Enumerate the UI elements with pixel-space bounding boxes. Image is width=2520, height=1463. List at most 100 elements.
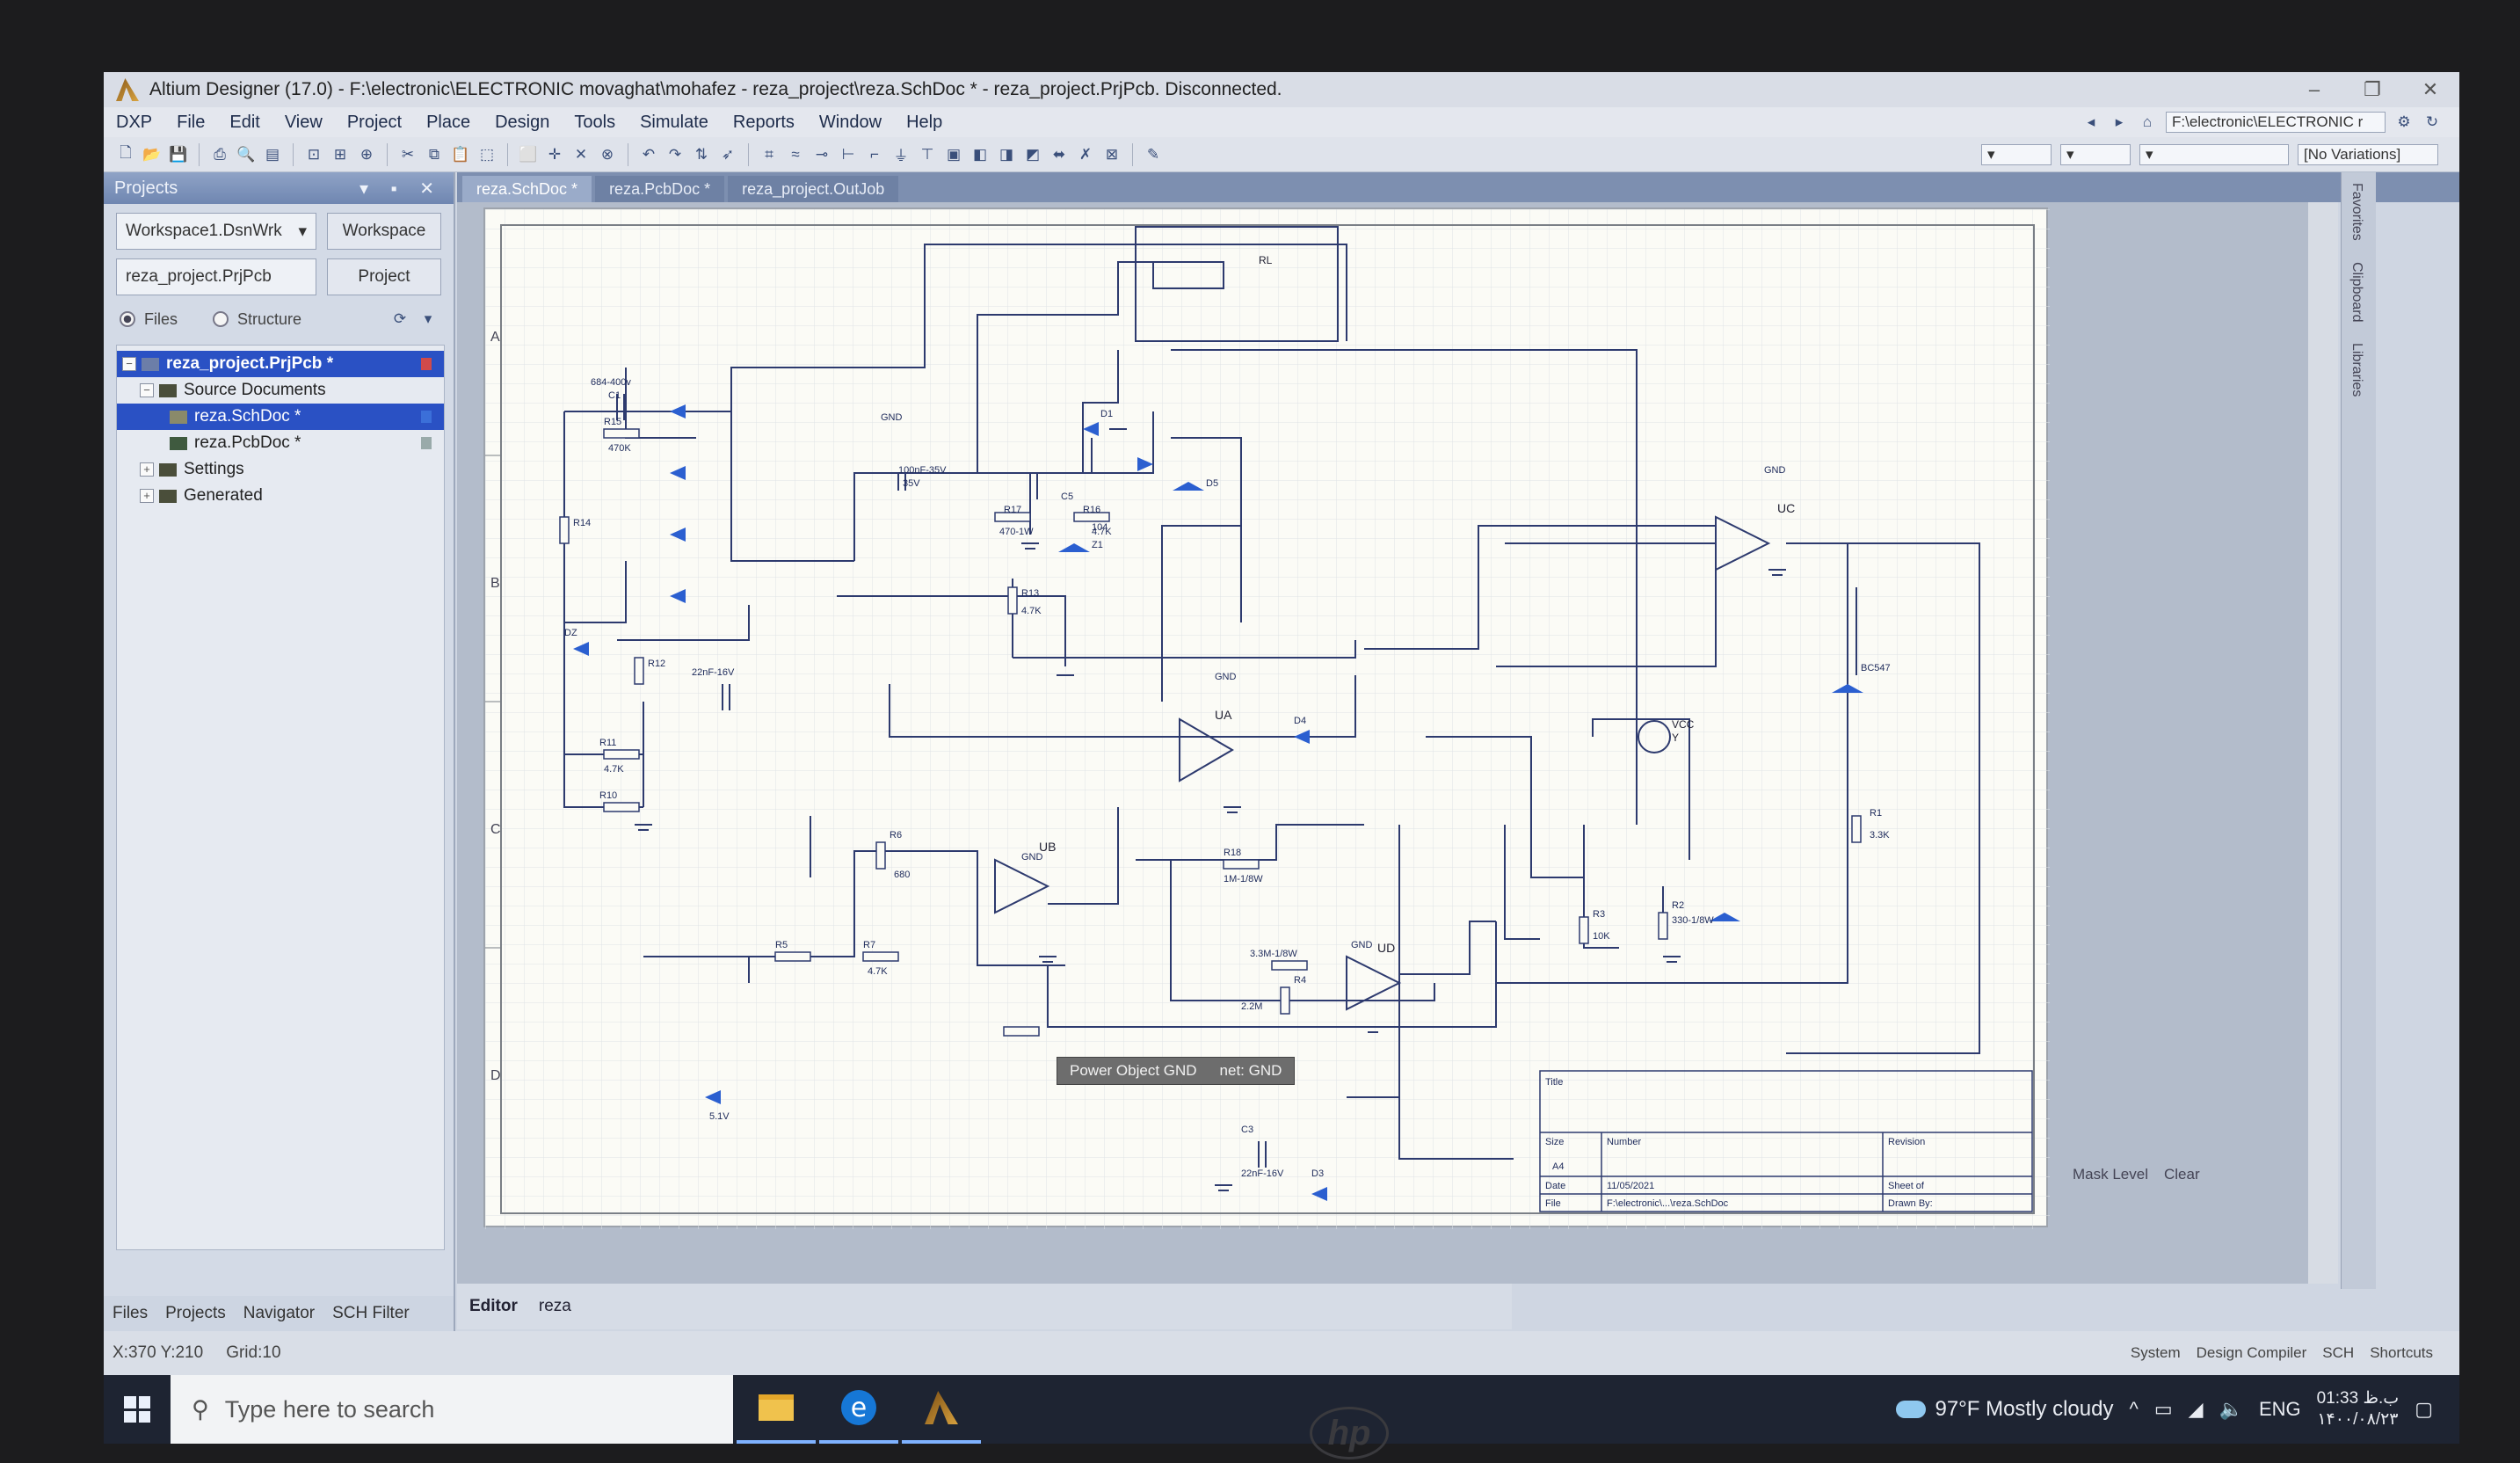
menu-project[interactable]: Project <box>346 112 403 132</box>
undo-icon[interactable]: ↶ <box>642 145 656 163</box>
folder-icon[interactable]: ▤ <box>265 145 280 163</box>
sheet-entry-icon[interactable]: ◨ <box>999 145 1014 163</box>
print-icon[interactable]: ⎙ <box>214 145 226 163</box>
menu-help[interactable]: Help <box>906 112 943 132</box>
close-button[interactable]: ✕ <box>2422 78 2439 100</box>
tree-item-generated[interactable]: + Generated <box>117 483 444 509</box>
structure-radio[interactable] <box>213 311 229 327</box>
tab-reza[interactable]: reza <box>538 1297 571 1315</box>
port-icon[interactable]: ⬌ <box>1052 145 1066 163</box>
workspace-combo[interactable]: Workspace1.DsnWrk ▾ <box>116 213 316 250</box>
vertical-scrollbar[interactable] <box>2308 202 2338 1284</box>
menu-window[interactable]: Window <box>818 112 882 132</box>
minimize-button[interactable]: – <box>2308 78 2320 100</box>
zoom-selected-icon[interactable]: ⊕ <box>359 145 374 163</box>
workspace-button[interactable]: Workspace <box>327 213 441 250</box>
tab-reza-schdoc[interactable]: reza.SchDoc * <box>462 176 592 202</box>
gear-icon[interactable]: ⚙ <box>2397 113 2411 130</box>
tree-item-sch-doc[interactable]: reza.SchDoc * <box>117 404 444 430</box>
hierarchy-icon[interactable]: ⇅ <box>694 145 708 163</box>
redo-icon[interactable]: ↷ <box>668 145 682 163</box>
forward-icon[interactable]: ▸ <box>2115 113 2124 130</box>
rubber-stamp-icon[interactable]: ⬚ <box>479 145 495 163</box>
weather-widget[interactable]: 97°F Mostly cloudy <box>1896 1397 2113 1422</box>
variations-combo[interactable]: [No Variations] <box>2298 143 2438 165</box>
tab-reza-outjob[interactable]: reza_project.OutJob <box>728 176 899 202</box>
tab-files[interactable]: Files <box>113 1304 149 1322</box>
back-icon[interactable]: ◂ <box>2087 113 2095 130</box>
menu-edit[interactable]: Edit <box>229 112 260 132</box>
menu-file[interactable]: File <box>177 112 206 132</box>
copy-icon[interactable]: ⧉ <box>428 145 440 163</box>
no-erc-icon[interactable]: ✗ <box>1078 145 1093 163</box>
altium-taskbar-icon[interactable] <box>902 1375 981 1444</box>
file-explorer-icon[interactable] <box>737 1375 816 1444</box>
open-folder-icon[interactable]: 📂 <box>142 145 162 163</box>
menu-reports[interactable]: Reports <box>732 112 795 132</box>
select-area-icon[interactable]: ⬜ <box>519 145 538 163</box>
print-preview-icon[interactable]: 🔍 <box>236 145 256 163</box>
menu-simulate[interactable]: Simulate <box>640 112 708 132</box>
schematic-canvas[interactable]: A B C D <box>457 202 2338 1284</box>
volume-icon[interactable]: 🔈 <box>2219 1398 2243 1420</box>
collapse-icon[interactable]: − <box>122 357 136 371</box>
refresh-icon[interactable]: ⟳ <box>393 310 407 327</box>
system-button[interactable]: System <box>2130 1344 2181 1361</box>
deselect-icon[interactable]: ✕ <box>574 145 588 163</box>
zoom-fit-icon[interactable]: ⊡ <box>307 145 321 163</box>
menu-dxp[interactable]: DXP <box>116 112 153 132</box>
cross-probe-icon[interactable]: ➶ <box>721 145 735 163</box>
edge-browser-icon[interactable]: e <box>819 1375 898 1444</box>
combo-c[interactable]: ▾ <box>2139 143 2289 165</box>
save-icon[interactable]: 💾 <box>169 145 188 163</box>
project-button[interactable]: Project <box>327 258 441 295</box>
chevron-up-icon[interactable]: ^ <box>2129 1398 2139 1420</box>
cut-icon[interactable]: ✂ <box>401 145 415 163</box>
tree-item-pcb-doc[interactable]: reza.PcbDoc * <box>117 430 444 456</box>
directive-icon[interactable]: ⊠ <box>1105 145 1119 163</box>
menu-place[interactable]: Place <box>426 112 471 132</box>
clock[interactable]: 01:33 ب.ظ ۱۴۰۰/۰۸/۲۳ <box>2317 1388 2400 1430</box>
gnd-port-icon[interactable]: ⏚ <box>893 148 909 164</box>
component-icon[interactable]: ▣ <box>946 145 962 163</box>
device-sheet-icon[interactable]: ◩ <box>1025 145 1041 163</box>
tab-reza-pcbdoc[interactable]: reza.PcbDoc * <box>595 176 725 202</box>
pencil-icon[interactable]: ✎ <box>1146 145 1160 163</box>
path-combo[interactable]: F:\electronic\ELECTRONIC r <box>2166 112 2386 133</box>
menu-view[interactable]: View <box>284 112 323 132</box>
tab-projects[interactable]: Projects <box>165 1304 226 1322</box>
language-indicator[interactable]: ENG <box>2258 1398 2301 1420</box>
project-field[interactable]: reza_project.PrjPcb <box>116 258 316 295</box>
notification-icon[interactable]: ▢ <box>2415 1398 2433 1420</box>
new-doc-icon[interactable]: 🗋 <box>120 144 132 161</box>
bus-entry-icon[interactable]: ⊢ <box>841 145 855 163</box>
home-icon[interactable]: ⌂ <box>2142 113 2153 130</box>
network-icon[interactable]: ◢ <box>2188 1398 2204 1420</box>
collapse-icon[interactable]: − <box>140 383 154 397</box>
bus-icon[interactable]: ⊸ <box>815 145 829 163</box>
expand-icon[interactable]: + <box>140 489 154 503</box>
start-button[interactable] <box>104 1375 171 1444</box>
clear-filter-icon[interactable]: ⊗ <box>600 145 614 163</box>
combo-b[interactable]: ▾ <box>2060 143 2131 165</box>
sch-button[interactable]: SCH <box>2322 1344 2355 1361</box>
panel-header-buttons[interactable]: ▾ ▪ ✕ <box>359 178 443 199</box>
files-radio[interactable] <box>120 311 135 327</box>
chevron-down-icon[interactable]: ▾ <box>424 310 432 327</box>
shortcuts-button[interactable]: Shortcuts <box>2370 1344 2433 1361</box>
zoom-area-icon[interactable]: ⊞ <box>333 145 347 163</box>
tab-sch-filter[interactable]: SCH Filter <box>332 1304 410 1322</box>
tab-editor[interactable]: Editor <box>469 1297 518 1315</box>
sheet-symbol-icon[interactable]: ◧ <box>972 145 988 163</box>
wire-icon[interactable]: ≈ <box>791 145 800 163</box>
schematic-sheet[interactable]: A B C D <box>483 207 2050 1229</box>
combo-a[interactable]: ▾ <box>1981 143 2052 165</box>
tab-libraries[interactable]: Libraries <box>2349 343 2364 397</box>
paste-icon[interactable]: 📋 <box>451 145 470 163</box>
taskbar-search[interactable]: ⚲ Type here to search <box>171 1375 733 1444</box>
design-compiler-button[interactable]: Design Compiler <box>2196 1344 2307 1361</box>
tab-favorites[interactable]: Favorites <box>2349 183 2364 241</box>
tab-navigator[interactable]: Navigator <box>243 1304 316 1322</box>
mask-level-button[interactable]: Mask Level <box>2073 1166 2148 1183</box>
net-label-icon[interactable]: ⌐ <box>870 145 879 163</box>
